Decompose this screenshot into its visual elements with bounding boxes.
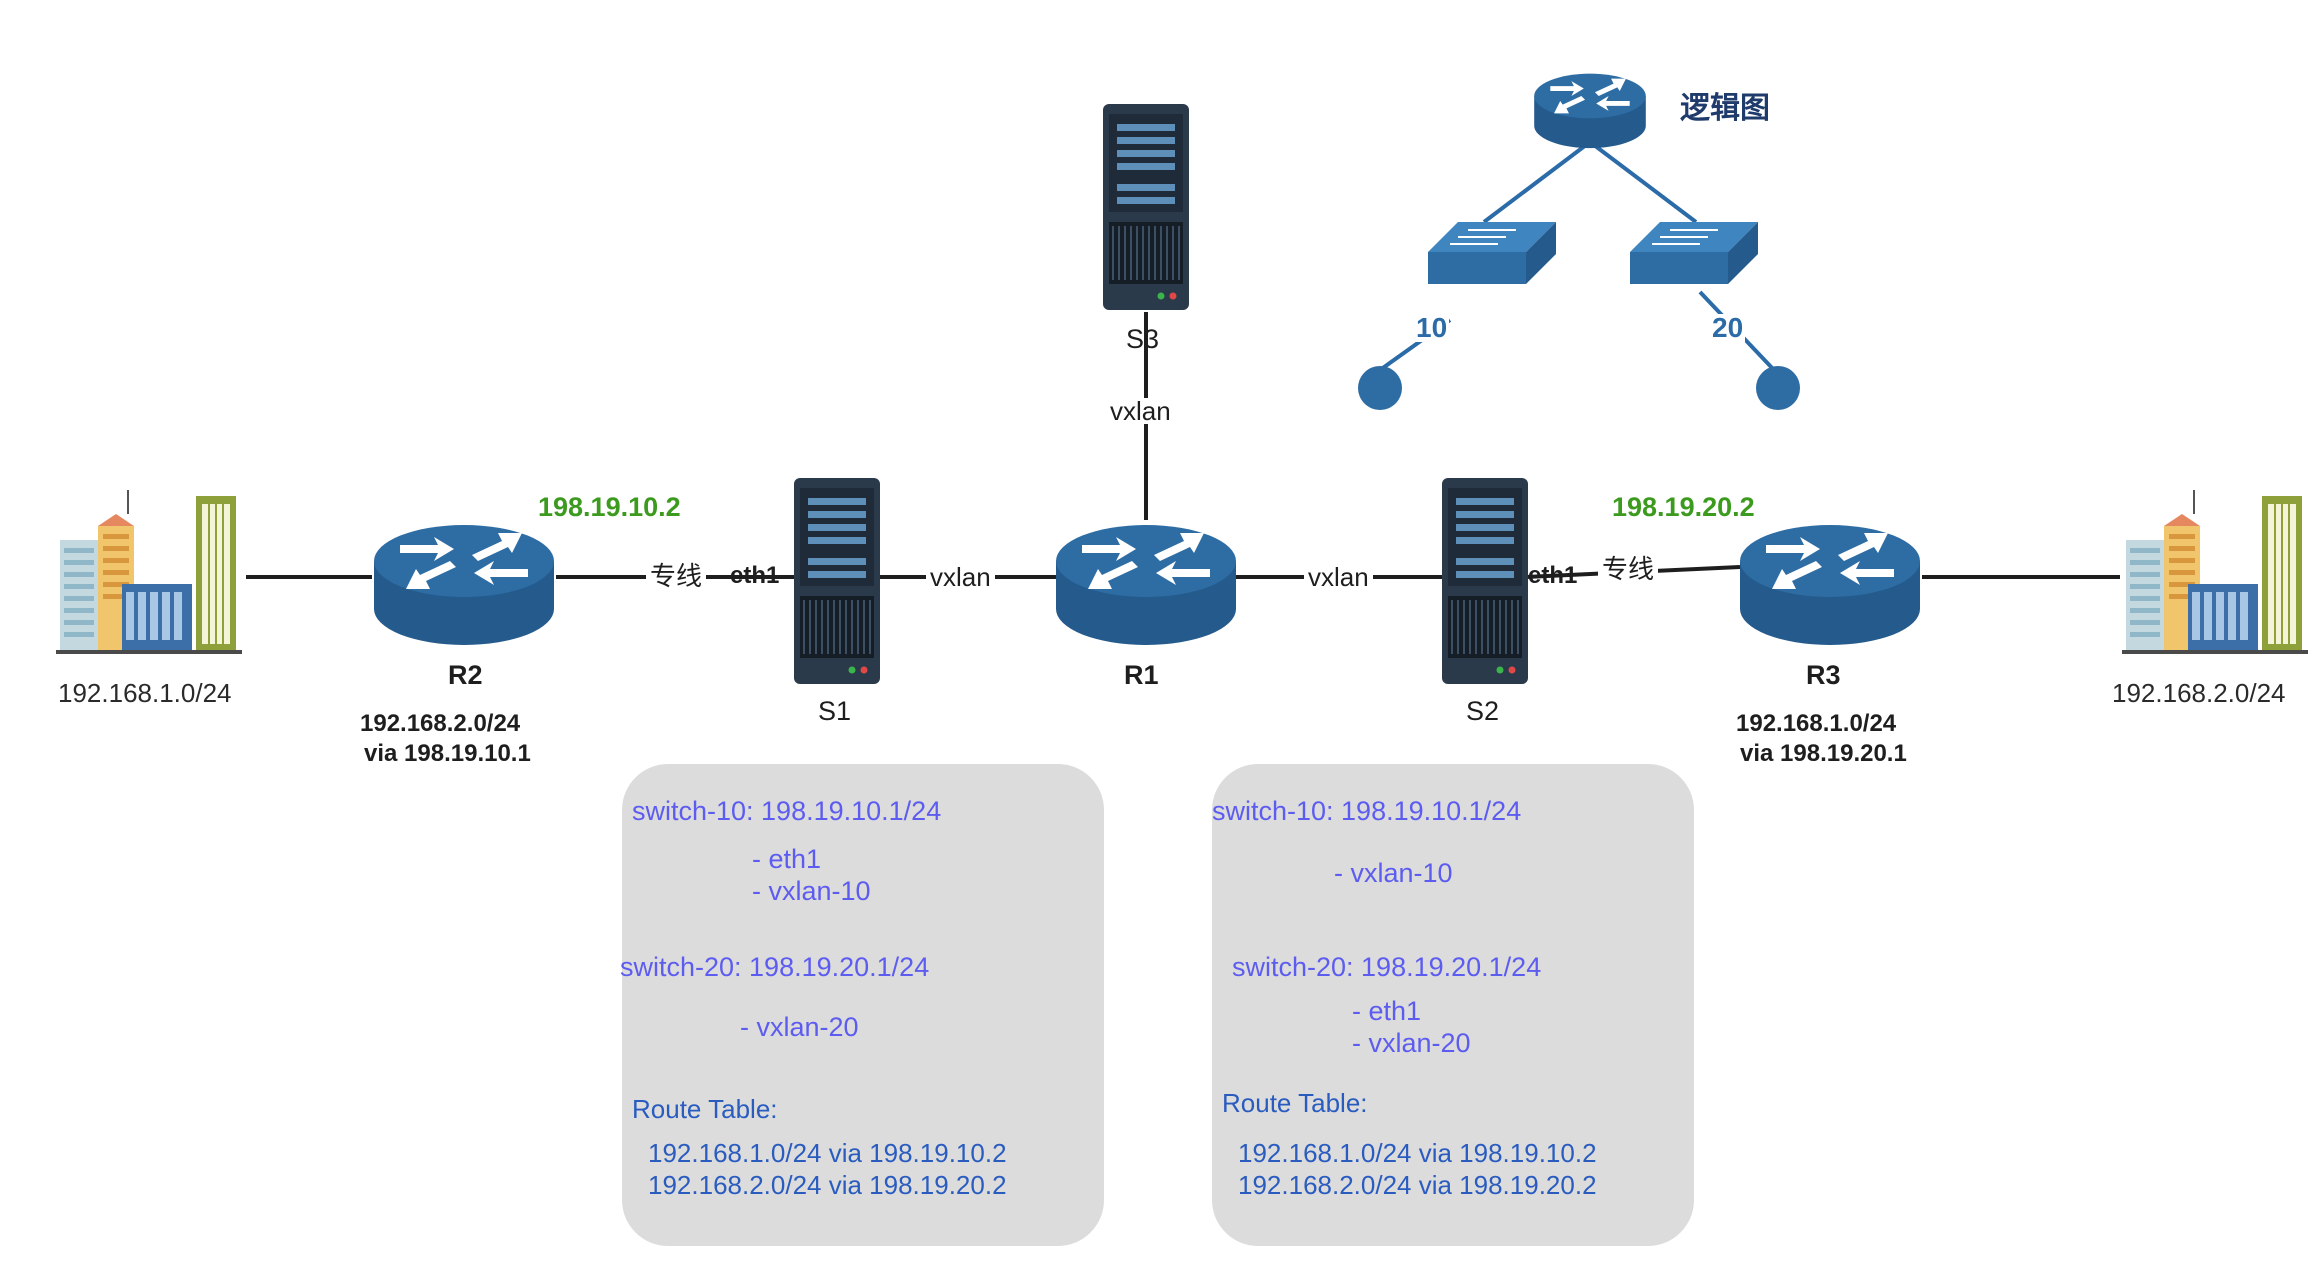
- r2-route-line2: via 198.19.10.1: [364, 740, 531, 767]
- r3-ip-label: 198.19.20.2: [1612, 492, 1755, 522]
- r2-route-line1: 192.168.2.0/24: [360, 710, 521, 737]
- r2-name: R2: [448, 660, 483, 690]
- s2-eth1-label: eth1: [1528, 562, 1578, 589]
- leased-line-left-label: 专线: [646, 563, 707, 589]
- r3-route-line1: 192.168.1.0/24: [1736, 710, 1897, 737]
- s1-switch10-port: - eth1: [752, 844, 822, 874]
- s1-name: S1: [818, 696, 852, 726]
- building-icon-right: [2121, 489, 2309, 655]
- s1-switch20-title: switch-20: 198.19.20.1/24: [620, 952, 930, 982]
- server-icon-s2: [1441, 477, 1529, 685]
- host-icon-vlan-20: [1756, 366, 1800, 410]
- left-site-cidr: 192.168.1.0/24: [58, 678, 232, 708]
- s1-route-entry: 192.168.2.0/24 via 198.19.20.2: [648, 1170, 1007, 1200]
- s1-switch10-port: - vxlan-10: [752, 876, 871, 906]
- s2-route-entry: 192.168.1.0/24 via 198.19.10.2: [1238, 1138, 1597, 1168]
- vlan-20-label: 20: [1710, 312, 1746, 343]
- r2-ip-label: 198.19.10.2: [538, 492, 681, 522]
- right-site-cidr: 192.168.2.0/24: [2112, 678, 2286, 708]
- vxlan-r1-s3-label: vxlan: [1106, 398, 1175, 424]
- s2-name: S2: [1466, 696, 1500, 726]
- vlan-10-label: 10: [1414, 312, 1450, 343]
- s2-config-panel: [1212, 764, 1694, 1246]
- s2-switch10-port: - vxlan-10: [1334, 858, 1453, 888]
- r3-name: R3: [1806, 660, 1841, 690]
- s1-eth1-label: eth1: [730, 562, 780, 589]
- building-icon-left: [55, 489, 243, 655]
- r3-route-line2: via 198.19.20.1: [1740, 740, 1907, 767]
- router-icon-r3: [1740, 525, 1920, 645]
- logical-diagram-title: 逻辑图: [1680, 92, 1770, 125]
- router-icon-logical: [1534, 73, 1646, 149]
- server-icon-s3: [1102, 103, 1190, 311]
- s1-config-panel: [622, 764, 1104, 1246]
- server-icon-s1: [793, 477, 881, 685]
- s2-route-entry: 192.168.2.0/24 via 198.19.20.2: [1238, 1170, 1597, 1200]
- s1-route-table-title: Route Table:: [632, 1094, 778, 1124]
- router-icon-r1: [1056, 525, 1236, 645]
- s2-switch10-title: switch-10: 198.19.10.1/24: [1212, 796, 1522, 826]
- s3-name: S3: [1126, 324, 1160, 354]
- s2-switch20-port: - eth1: [1352, 996, 1422, 1026]
- s1-route-entry: 192.168.1.0/24 via 198.19.10.2: [648, 1138, 1007, 1168]
- switch-icon-vlan-20: [1629, 221, 1759, 285]
- router-icon-r2: [374, 525, 554, 645]
- r1-name: R1: [1124, 660, 1159, 690]
- s2-switch20-title: switch-20: 198.19.20.1/24: [1232, 952, 1542, 982]
- vxlan-s1-r1-label: vxlan: [926, 564, 995, 590]
- s1-switch20-port: - vxlan-20: [740, 1012, 859, 1042]
- s2-switch20-port: - vxlan-20: [1352, 1028, 1471, 1058]
- switch-icon-vlan-10: [1427, 221, 1557, 285]
- s2-route-table-title: Route Table:: [1222, 1088, 1368, 1118]
- host-icon-vlan-10: [1358, 366, 1402, 410]
- s1-switch10-title: switch-10: 198.19.10.1/24: [632, 796, 942, 826]
- leased-line-right-label: 专线: [1598, 556, 1659, 582]
- vxlan-r1-s2-label: vxlan: [1304, 564, 1373, 590]
